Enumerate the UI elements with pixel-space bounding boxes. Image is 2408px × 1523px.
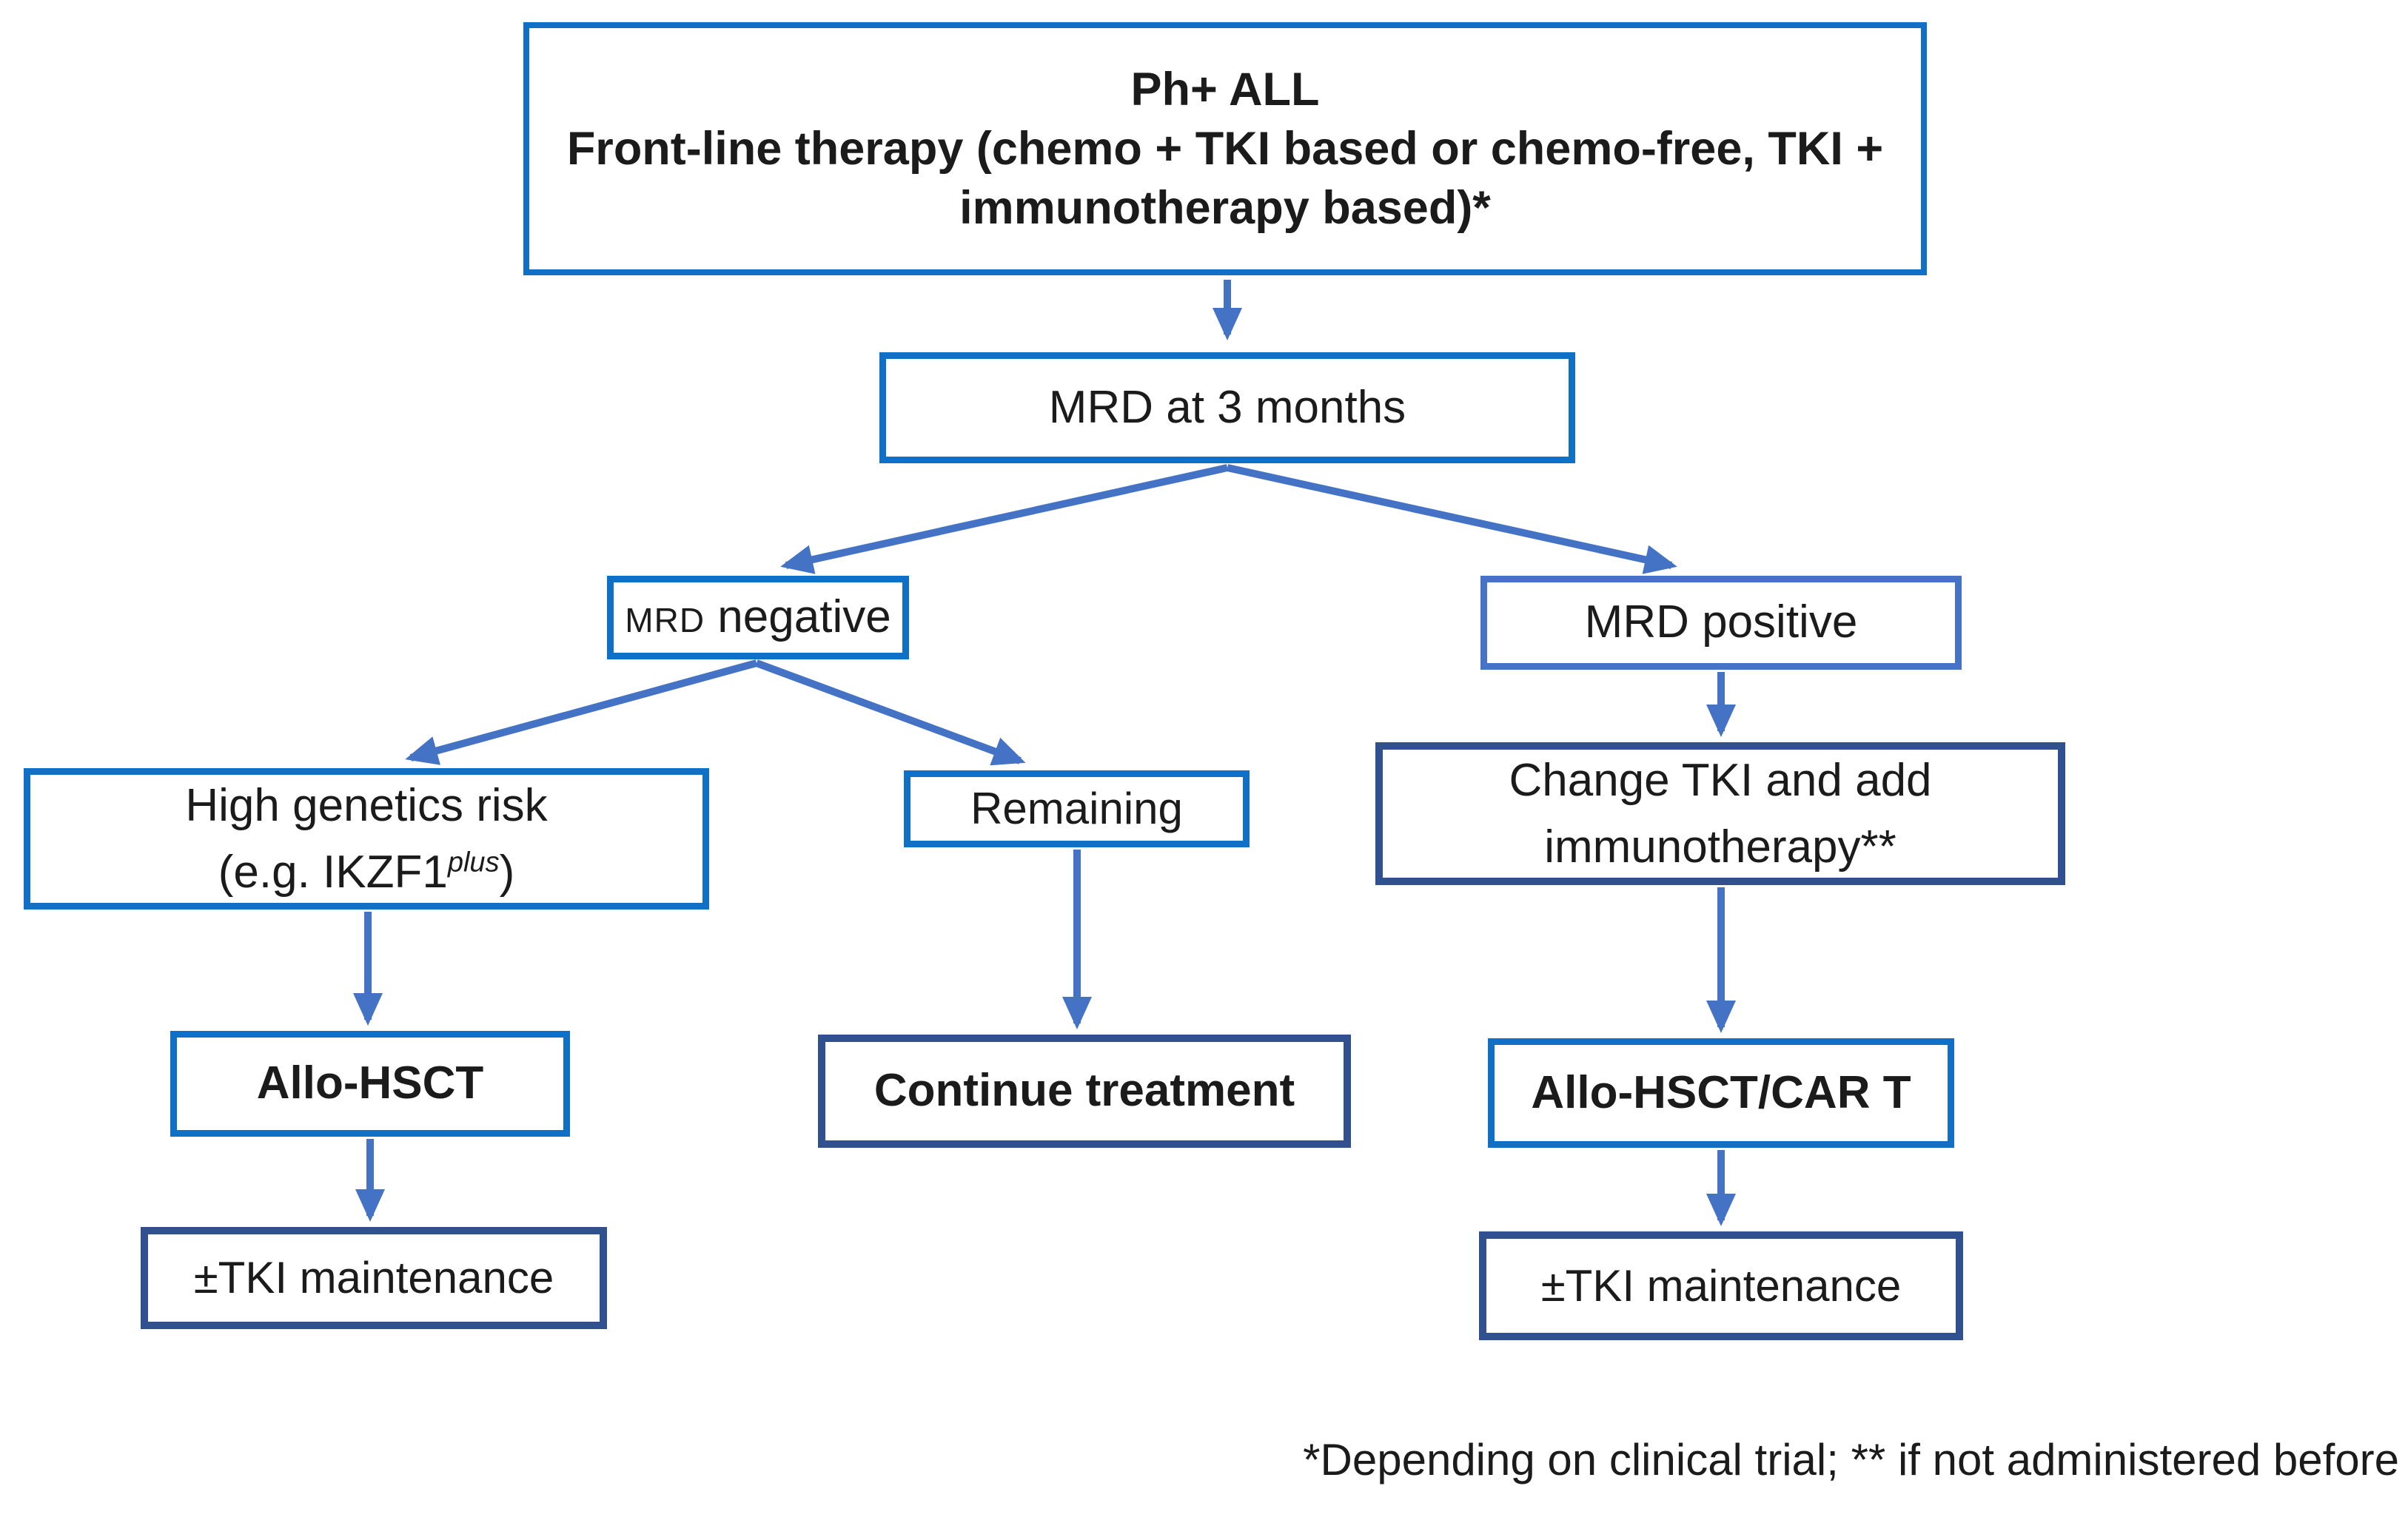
mrd-negative-text: negative (705, 591, 891, 643)
node-front-line-therapy: Ph+ ALL Front-line therapy (chemo + TKI … (523, 22, 1927, 275)
mrd-negative-prefix: MRD (625, 601, 705, 640)
node-continue-treatment: Continue treatment (818, 1035, 1351, 1148)
high-genetics-line2-superscript: plus (447, 846, 500, 878)
node-mrd-negative: MRD negative (607, 576, 909, 659)
node-tki-maintenance-left: ±TKI maintenance (141, 1227, 607, 1329)
node-allo-hsct: Allo-HSCT (170, 1031, 570, 1137)
mrd-negative-label: MRD negative (625, 588, 891, 648)
high-genetics-line1: High genetics risk (185, 779, 548, 831)
node-high-genetics-risk: High genetics risk (e.g. IKZF1plus) (24, 768, 709, 910)
node-tki-maintenance-right: ±TKI maintenance (1479, 1231, 1963, 1340)
arrow-mrd3months-to-mrdpositive (1226, 464, 1677, 574)
arrow-mrdnegative-to-highgenetics (405, 659, 758, 765)
node-mrd-at-3-months: MRD at 3 months (879, 352, 1575, 463)
arrow-mrdnegative-to-remaining (755, 659, 1026, 766)
high-genetics-line2-pre: (e.g. IKZF1 (218, 846, 448, 898)
node-remaining: Remaining (904, 770, 1250, 847)
high-genetics-line2-post: ) (499, 846, 515, 898)
footnote-text: *Depending on clinical trial; ** if not … (1303, 1435, 2399, 1485)
node-mrd-positive: MRD positive (1480, 576, 1962, 670)
high-genetics-line2: (e.g. IKZF1plus) (185, 839, 547, 906)
high-genetics-label: High genetics risk (e.g. IKZF1plus) (185, 773, 547, 906)
arrow-mrd3months-to-mrdnegative (780, 464, 1229, 574)
node-allo-hsct-car-t: Allo-HSCT/CAR T (1488, 1038, 1954, 1148)
node-change-tki-add-immunotherapy: Change TKI and add immunotherapy** (1375, 742, 2065, 885)
